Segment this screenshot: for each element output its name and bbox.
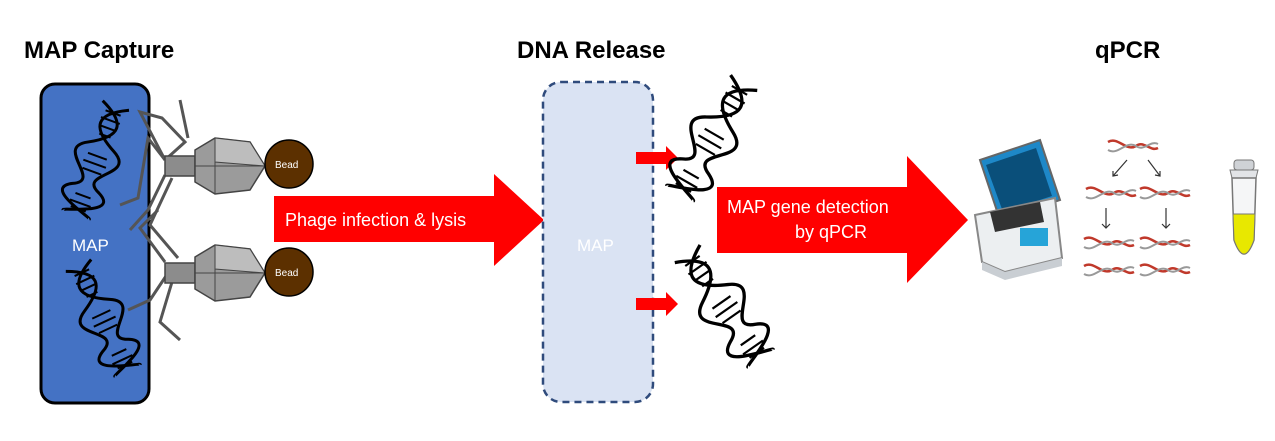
captured-cell-label: MAP [72, 236, 109, 255]
phage-tail-fibers [119, 99, 190, 342]
lysed-cell-label: MAP [577, 236, 614, 255]
thermocycler-icon [973, 138, 1064, 280]
bead-top-label: Bead [275, 160, 298, 171]
dna-icon [656, 68, 768, 208]
arrow-infection-label: Phage infection & lysis [285, 210, 466, 230]
pcr-tube-icon [1229, 159, 1259, 255]
arrow-detection-line1: MAP gene detection [727, 197, 889, 217]
release-arrow-top [636, 146, 678, 170]
release-arrow-bottom [636, 292, 678, 316]
arrow-detection-line2: by qPCR [795, 222, 867, 242]
arrow-phage-infection: Phage infection & lysis [274, 174, 544, 266]
captured-map-cell: MAP [39, 82, 151, 405]
phage-icon [164, 137, 266, 195]
phage-icon [164, 244, 266, 302]
lysed-map-cell: MAP [541, 80, 655, 404]
amplification-tree-icon [1082, 139, 1192, 277]
bead-bottom-label: Bead [275, 268, 298, 279]
heading-map-capture: MAP Capture [24, 37, 174, 64]
arrow-gene-detection: MAP gene detection by qPCR [717, 156, 968, 283]
bead-icon: Bead [264, 247, 314, 297]
dna-icon [665, 237, 783, 375]
heading-dna-release: DNA Release [517, 37, 666, 64]
heading-qpcr: qPCR [1095, 37, 1160, 64]
bead-icon: Bead [264, 139, 314, 189]
